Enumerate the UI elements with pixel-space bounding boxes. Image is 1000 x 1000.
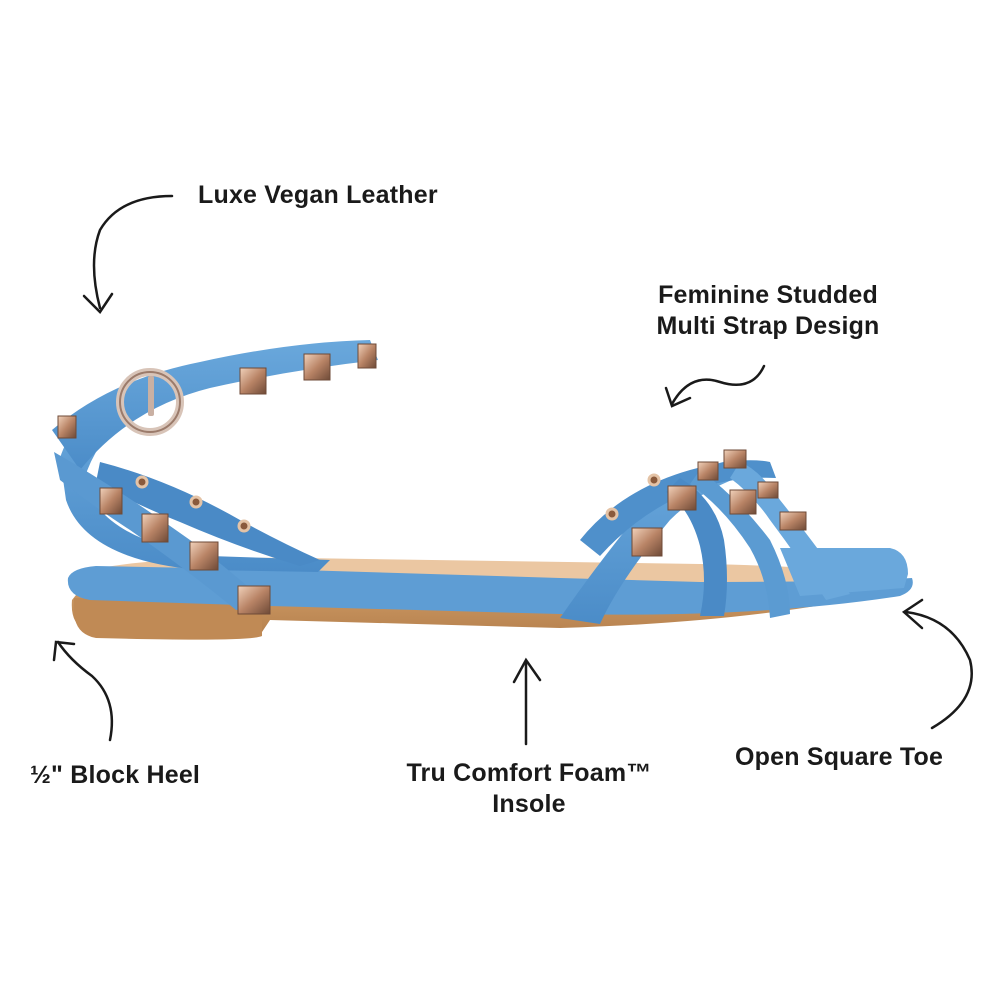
arrow-leather [92,194,174,310]
arrow-toe [904,610,973,730]
callout-arrows [52,194,973,746]
callout-straps-line2: Multi Strap Design [656,312,880,340]
callout-toe: Open Square Toe [735,743,944,771]
front-strap-1 [560,460,748,624]
arrow-heel [56,640,114,742]
front-strap-2 [580,460,776,556]
callout-heel: ½" Block Heel [30,761,201,789]
callout-leather: Luxe Vegan Leather [198,181,438,209]
callout-insole-line2: Insole [492,790,566,818]
toe-box [780,548,908,596]
arrow-straps [670,364,766,406]
studs [57,343,807,615]
eyelets [135,473,661,533]
block-heel [74,598,262,640]
sole-rim [67,566,913,615]
callout-straps-line1: Feminine Studded [658,281,878,309]
buckle-prong [148,376,154,416]
callout-insole-line1: Tru Comfort Foam™ [406,759,652,787]
callout-insole: Tru Comfort Foam™ Insole [384,758,674,820]
front-strap-3 [690,470,790,618]
callout-straps: Feminine Studded Multi Strap Design [640,280,896,342]
quarter-strap [96,462,320,566]
front-strap-5 [666,478,727,616]
